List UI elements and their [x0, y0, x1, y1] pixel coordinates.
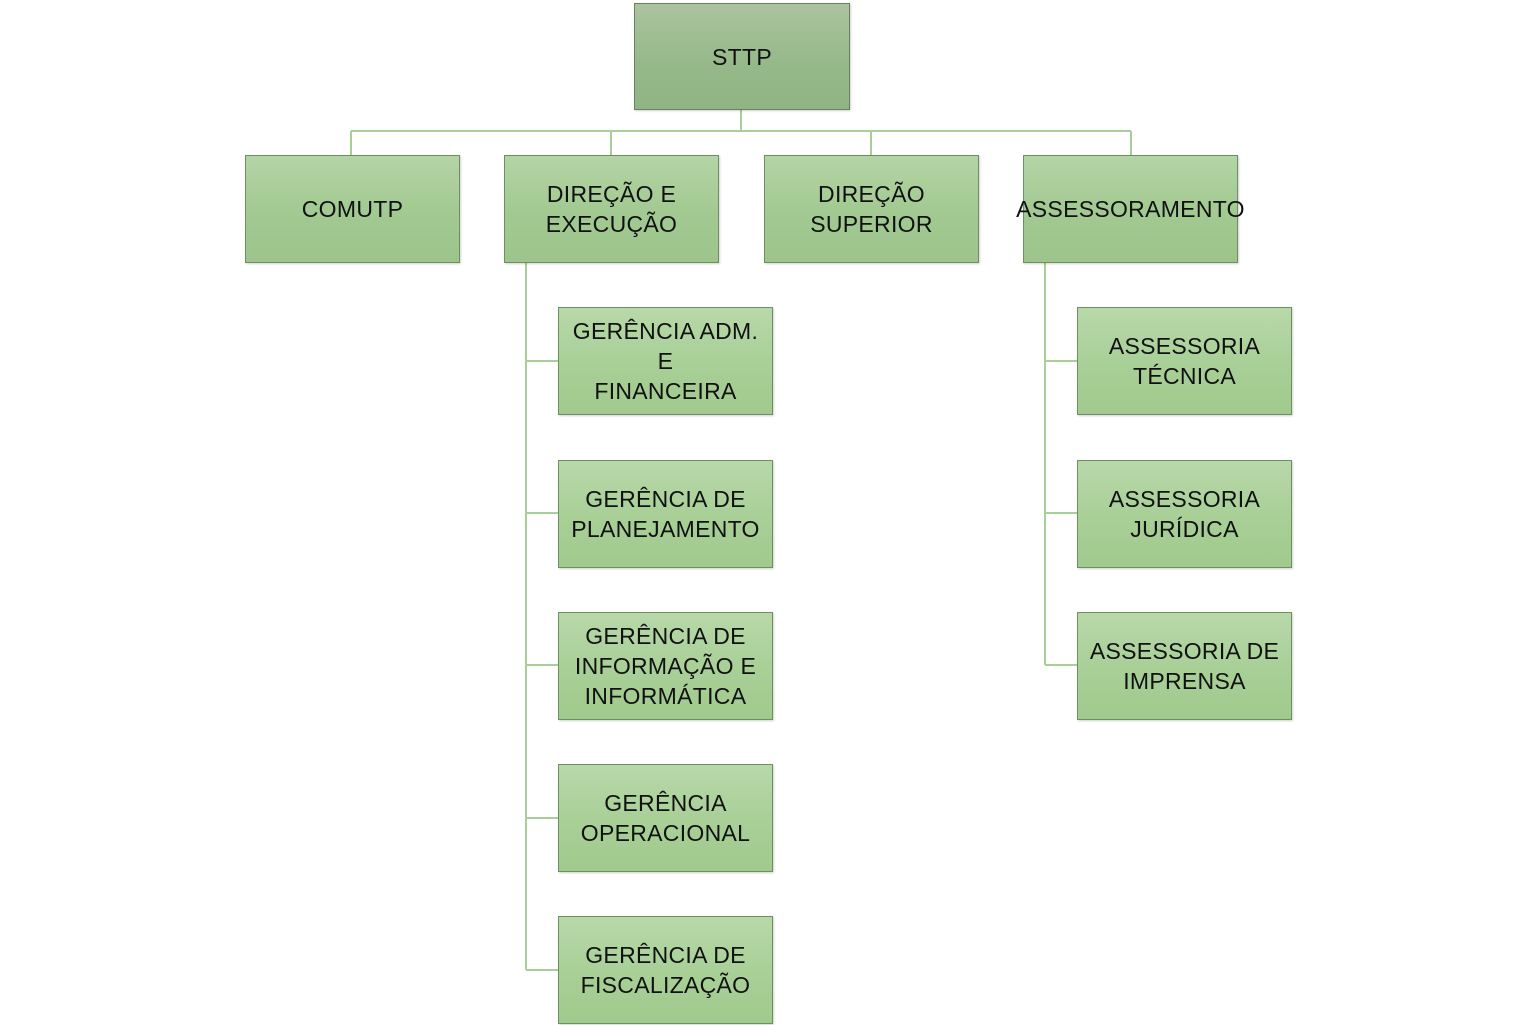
- node-assessoria-tecnica: ASSESSORIA TÉCNICA: [1077, 307, 1292, 415]
- node-assessoramento-label: ASSESSORAMENTO: [1016, 196, 1245, 222]
- node-direcao-execucao: DIREÇÃO E EXECUÇÃO: [504, 155, 719, 263]
- node-gerencia-adm-financeira-label: GERÊNCIA ADM. E FINANCEIRA: [572, 318, 759, 404]
- node-sttp-label: STTP: [712, 43, 772, 70]
- node-assessoria-tecnica-label: ASSESSORIA TÉCNICA: [1108, 333, 1261, 389]
- node-gerencia-planejamento: GERÊNCIA DE PLANEJAMENTO: [558, 460, 773, 568]
- node-assessoria-juridica-label: ASSESSORIA JURÍDICA: [1108, 486, 1261, 542]
- node-sttp: STTP: [634, 3, 850, 110]
- node-comutp: COMUTP: [245, 155, 460, 263]
- node-assessoramento: ASSESSORAMENTO: [1016, 155, 1245, 263]
- node-gerencia-planejamento-label: GERÊNCIA DE PLANEJAMENTO: [571, 486, 760, 542]
- node-gerencia-operacional: GERÊNCIA OPERACIONAL: [558, 764, 773, 872]
- node-assessoria-juridica: ASSESSORIA JURÍDICA: [1077, 460, 1292, 568]
- node-direcao-superior: DIREÇÃO SUPERIOR: [764, 155, 979, 263]
- node-gerencia-informacao-informatica: GERÊNCIA DE INFORMAÇÃO E INFORMÁTICA: [558, 612, 773, 720]
- node-assessoria-imprensa-label: ASSESSORIA DE IMPRENSA: [1089, 638, 1280, 694]
- node-direcao-execucao-label: DIREÇÃO E EXECUÇÃO: [545, 181, 678, 237]
- node-assessoria-imprensa: ASSESSORIA DE IMPRENSA: [1077, 612, 1292, 720]
- node-gerencia-adm-financeira: GERÊNCIA ADM. E FINANCEIRA: [558, 307, 773, 415]
- node-direcao-superior-label: DIREÇÃO SUPERIOR: [810, 181, 933, 237]
- node-gerencia-fiscalizacao: GERÊNCIA DE FISCALIZAÇÃO: [558, 916, 773, 1024]
- node-gerencia-operacional-label: GERÊNCIA OPERACIONAL: [580, 790, 751, 846]
- node-comutp-label: COMUTP: [301, 196, 404, 222]
- node-gerencia-informacao-informatica-label: GERÊNCIA DE INFORMAÇÃO E INFORMÁTICA: [574, 623, 757, 709]
- node-gerencia-fiscalizacao-label: GERÊNCIA DE FISCALIZAÇÃO: [580, 942, 751, 998]
